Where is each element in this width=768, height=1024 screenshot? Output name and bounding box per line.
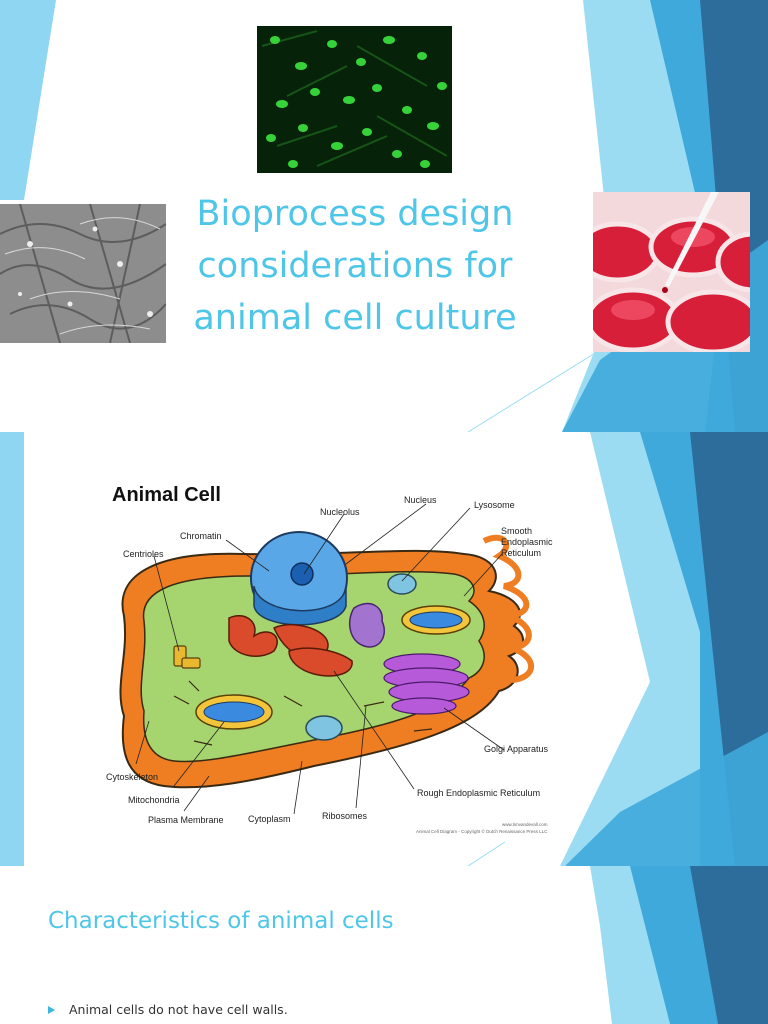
diagram-credit-url: www.timvandevall.com: [502, 822, 548, 827]
label-rough-er: Rough Endoplasmic Reticulum: [417, 788, 541, 798]
slide-decoration: [0, 432, 768, 866]
label-nucleolus: Nucleolus: [320, 507, 360, 517]
slide-title: Bioprocess design considerations for ani…: [193, 194, 517, 338]
culture-plate-pipette-photo: [593, 192, 750, 352]
animal-cell-diagram: Animal Cell Nucleus Nucleolus Lysosome S…: [84, 446, 566, 842]
diagram-heading: Animal Cell: [112, 484, 221, 506]
bullet-text: Animal cells do not have cell walls.: [69, 1002, 288, 1017]
section-heading: Characteristics of animal cells: [48, 908, 394, 934]
label-cytoplasm: Cytoplasm: [248, 814, 291, 824]
label-smooth-er-2: Endoplasmic: [501, 537, 553, 547]
slide-decoration: [590, 866, 768, 1024]
label-cytoskeleton: Cytoskeleton: [106, 772, 159, 782]
content-slide: Characteristics of animal cells Animal c…: [0, 866, 768, 1024]
label-mitochondria: Mitochondria: [128, 795, 180, 805]
label-ribosomes: Ribosomes: [322, 811, 368, 821]
label-golgi-apparatus: Golgi Apparatus: [484, 744, 549, 754]
label-plasma-membrane: Plasma Membrane: [148, 815, 224, 825]
cell-illustration: [119, 503, 535, 815]
label-smooth-er-3: Reticulum: [501, 548, 542, 558]
label-centrioles: Centrioles: [123, 549, 164, 559]
triangle-bullet-icon: [48, 1005, 55, 1014]
label-nucleus: Nucleus: [404, 495, 437, 505]
diagram-slide: Animal Cell Nucleus Nucleolus Lysosome S…: [0, 432, 768, 866]
bullet-item: Animal cells do not have cell walls.: [48, 1002, 288, 1017]
fluorescent-cells-photo: [257, 26, 452, 173]
phase-contrast-cells-photo: [0, 204, 166, 343]
diagram-credit-line: Animal Cell Diagram - Copyright © Dutch …: [416, 829, 548, 834]
title-slide: Bioprocess design considerations for ani…: [0, 0, 768, 432]
label-smooth-er-1: Smooth: [501, 526, 533, 536]
label-chromatin: Chromatin: [180, 531, 222, 541]
label-lysosome: Lysosome: [474, 500, 515, 510]
